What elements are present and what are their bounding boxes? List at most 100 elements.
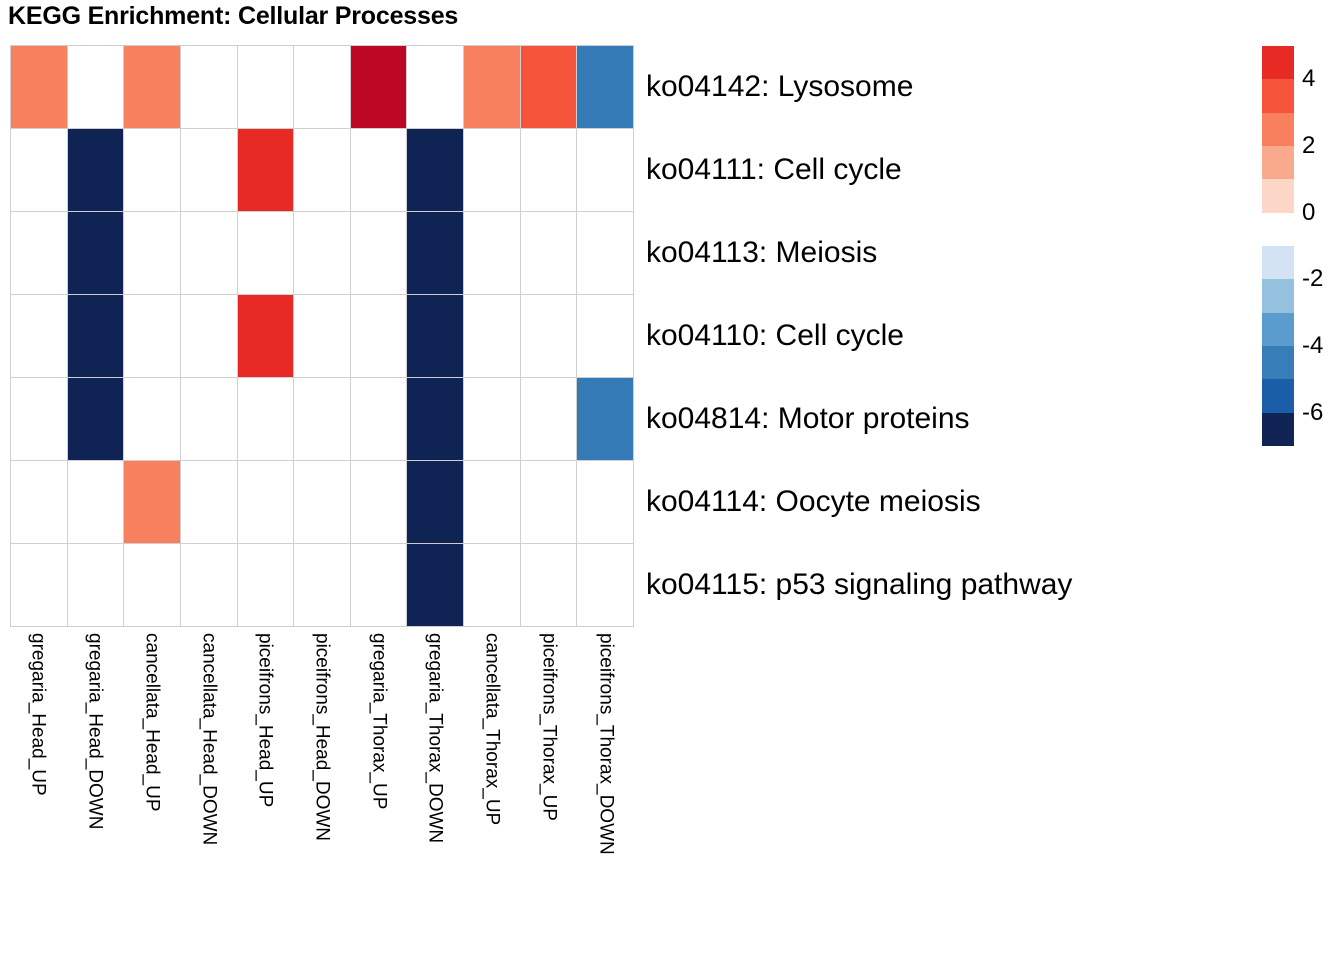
column-label: cancellata_Thorax_UP [481,633,503,826]
column-label-slot: piceifrons_Head_DOWN [294,629,351,954]
column-label-slot: gregaria_Head_UP [10,629,67,954]
legend-swatch [1262,112,1294,147]
heatmap-cell [180,212,237,294]
heatmap-cell [350,212,407,294]
heatmap-cell [124,378,180,460]
heatmap-cell [520,46,577,128]
heatmap-cell [464,461,520,543]
heatmap-cell [67,46,124,128]
column-label: gregaria_Head_UP [27,633,49,796]
column-label: gregaria_Head_DOWN [84,633,106,830]
legend-tick-label: 0 [1302,198,1316,226]
heatmap-cell [237,46,294,128]
heatmap-cell [237,544,294,626]
row-label: ko04814: Motor proteins [646,402,970,436]
column-label: piceifrons_Head_DOWN [311,633,333,842]
column-label-slot: piceifrons_Thorax_UP [521,629,578,954]
heatmap-cell [67,295,124,377]
heatmap-cell [464,378,520,460]
legend-swatch [1262,212,1294,247]
heatmap-cell [11,212,67,294]
row-label: ko04115: p53 signaling pathway [646,568,1073,602]
heatmap-cell [294,378,350,460]
column-label-slot: cancellata_Thorax_UP [464,629,521,954]
heatmap-cell [520,212,577,294]
heatmap-cell [11,461,67,543]
heatmap-cell [180,46,237,128]
heatmap-cell [407,129,464,211]
heatmap-cell [577,46,633,128]
heatmap-cell [11,378,67,460]
heatmap-cell [520,378,577,460]
heatmap-cell [294,544,350,626]
color-legend-bar [1262,46,1294,447]
heatmap-cell [350,544,407,626]
column-label: cancellata_Head_DOWN [198,633,220,846]
heatmap-cell [464,544,520,626]
heatmap-cell [67,544,124,626]
column-label-slot: gregaria_Thorax_UP [350,629,407,954]
column-label: piceifrons_Thorax_DOWN [595,633,617,855]
heatmap-cell [237,212,294,294]
heatmap-cell [407,461,464,543]
heatmap-cell [67,461,124,543]
heatmap-cell [577,212,633,294]
heatmap-cell [577,461,633,543]
heatmap-cell [350,46,407,128]
heatmap-cell [180,129,237,211]
heatmap-cell [350,378,407,460]
heatmap-cell [350,461,407,543]
legend-tick-label: 2 [1302,132,1316,159]
column-label: cancellata_Head_UP [141,633,163,812]
heatmap-cell [520,129,577,211]
heatmap-cell [237,129,294,211]
column-label: gregaria_Thorax_DOWN [424,633,446,844]
legend-swatch [1262,279,1294,314]
column-label: piceifrons_Head_UP [254,633,276,808]
row-label: ko04114: Oocyte meiosis [646,485,981,519]
row-label: ko04113: Meiosis [646,235,878,269]
heatmap-cell [407,212,464,294]
column-label: piceifrons_Thorax_UP [538,633,560,821]
heatmap-cell [180,544,237,626]
heatmap-cell [294,129,350,211]
heatmap-cell [294,461,350,543]
heatmap-cell [11,46,67,128]
row-label: ko04110: Cell cycle [646,318,904,352]
heatmap-cell [124,212,180,294]
row-label: ko04142: Lysosome [646,69,914,103]
page-title: KEGG Enrichment: Cellular Processes [8,2,459,30]
legend-swatch [1262,412,1294,447]
heatmap-cell [407,378,464,460]
legend-swatch [1262,79,1294,114]
column-label-slot: piceifrons_Thorax_DOWN [577,629,634,954]
column-label-slot: cancellata_Head_UP [123,629,180,954]
heatmap-cell [294,295,350,377]
heatmap-cell [124,46,180,128]
legend-tick-label: -4 [1302,332,1324,359]
heatmap-cell [520,295,577,377]
legend-swatch [1262,179,1294,214]
heatmap-cell [124,461,180,543]
heatmap-cell [11,295,67,377]
heatmap-cell [577,378,633,460]
legend-tick-label: -6 [1302,398,1324,426]
legend-swatch [1262,146,1294,180]
legend-tick-label: -2 [1302,265,1324,293]
legend-swatch [1262,346,1294,380]
heatmap-cell [180,461,237,543]
heatmap-cell [577,129,633,211]
heatmap-cell [520,544,577,626]
heatmap-cell [464,212,520,294]
legend-swatch [1262,246,1294,280]
column-label-slot: cancellata_Head_DOWN [180,629,237,954]
heatmap-cell [350,129,407,211]
heatmap-cell [180,378,237,460]
heatmap-cell [237,378,294,460]
heatmap-cell [294,46,350,128]
heatmap-cell [407,544,464,626]
heatmap-cell [67,212,124,294]
